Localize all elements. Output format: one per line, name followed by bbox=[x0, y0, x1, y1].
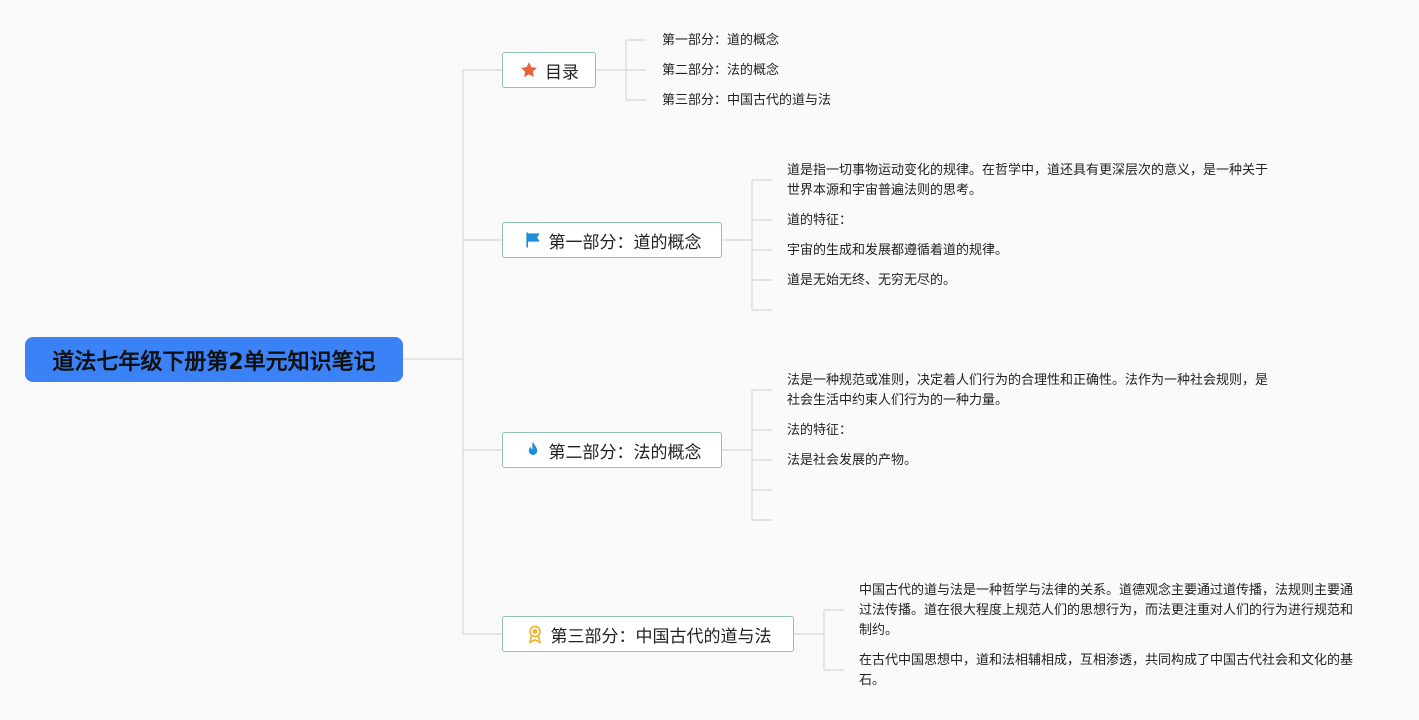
part2-item-3[interactable]: 法是社会发展的产物。 bbox=[787, 453, 918, 468]
connector-part1-leaves bbox=[752, 179, 772, 311]
flame-icon bbox=[523, 440, 543, 460]
topic-part3[interactable]: 第三部分：中国古代的道与法 bbox=[502, 616, 794, 652]
star-icon bbox=[519, 60, 539, 80]
connector-part3-leaves bbox=[824, 609, 844, 671]
topic-part3-label: 第三部分：中国古代的道与法 bbox=[550, 626, 772, 647]
connector-toc-leaves bbox=[626, 39, 646, 101]
root-title: 道法七年级下册第2单元知识笔记 bbox=[52, 349, 376, 375]
part1-item-4[interactable]: 道是无始无终、无穷无尽的。 bbox=[787, 273, 957, 288]
flag-icon bbox=[523, 230, 543, 250]
topic-part2-label: 第二部分：法的概念 bbox=[548, 442, 702, 463]
root-topic[interactable]: 道法七年级下册第2单元知识笔记 bbox=[25, 337, 403, 382]
toc-item-3[interactable]: 第三部分：中国古代的道与法 bbox=[662, 93, 832, 108]
part1-item-2[interactable]: 道的特征： bbox=[787, 213, 853, 228]
topic-toc-label: 目录 bbox=[545, 62, 579, 83]
part3-item-2[interactable]: 在古代中国思想中，道和法相辅相成，互相渗透，共同构成了中国古代社会和文化的基石。 bbox=[859, 653, 1354, 688]
part2-item-1[interactable]: 法是一种规范或准则，决定着人们行为的合理性和正确性。法作为一种社会规则，是社会生… bbox=[787, 373, 1269, 408]
part3-item-1[interactable]: 中国古代的道与法是一种哲学与法律的关系。道德观念主要通过道传播，法规则主要通过法… bbox=[859, 583, 1354, 638]
topic-part1-label: 第一部分：道的概念 bbox=[548, 232, 702, 253]
connector-part2-leaves bbox=[752, 389, 772, 521]
topic-toc[interactable]: 目录 bbox=[502, 52, 596, 88]
award-icon bbox=[525, 624, 545, 644]
part2-item-2[interactable]: 法的特征： bbox=[787, 423, 853, 438]
toc-item-1[interactable]: 第一部分：道的概念 bbox=[662, 33, 780, 48]
toc-item-2[interactable]: 第二部分：法的概念 bbox=[662, 63, 780, 78]
topic-part1[interactable]: 第一部分：道的概念 bbox=[502, 222, 722, 258]
topic-part2[interactable]: 第二部分：法的概念 bbox=[502, 432, 722, 468]
part1-item-1[interactable]: 道是指一切事物运动变化的规律。在哲学中，道还具有更深层次的意义，是一种关于世界本… bbox=[787, 163, 1269, 198]
part1-item-3[interactable]: 宇宙的生成和发展都遵循着道的规律。 bbox=[787, 243, 1009, 258]
